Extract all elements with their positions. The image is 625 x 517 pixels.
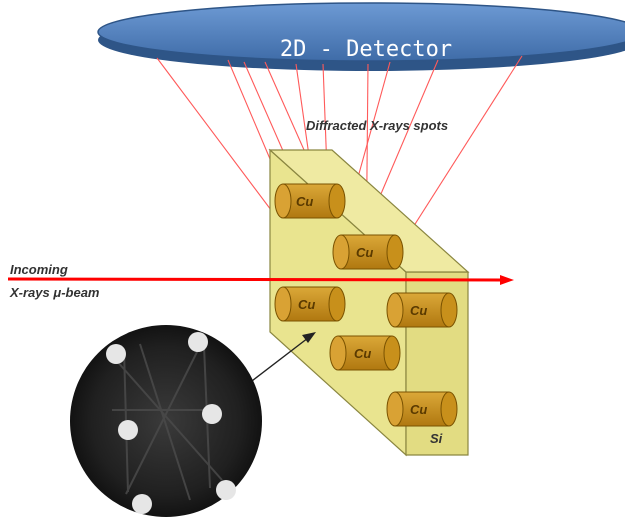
diffraction-spot: [202, 404, 222, 424]
cu-label: Cu: [354, 346, 371, 361]
detector-label: 2D - Detector: [280, 37, 452, 62]
diffracted-label: Diffracted X-rays spots: [306, 118, 448, 133]
diffraction-pattern: [70, 325, 262, 517]
cu-label: Cu: [356, 245, 373, 260]
diffraction-spot: [216, 480, 236, 500]
beam-arrowhead: [500, 275, 514, 285]
cu-label: Cu: [410, 303, 427, 318]
cu-cylinder: Cu: [274, 286, 346, 322]
beam-line: [7, 277, 505, 282]
detector: 2D - Detector: [97, 2, 625, 71]
incoming-beam: [7, 275, 514, 285]
incoming-label-line2: X-rays μ-beam: [9, 285, 100, 300]
cu-cylinder: Cu: [332, 234, 404, 270]
detector-top: [97, 2, 625, 62]
si-top-face: [268, 149, 470, 273]
pointer-arrow: [247, 332, 316, 385]
cu-cylinder: Cu: [386, 292, 458, 328]
cu-cylinder: Cu: [386, 391, 458, 427]
diffraction-spot: [188, 332, 208, 352]
cu-cylinders: Cu Cu Cu Cu Cu: [274, 183, 458, 427]
diffraction-spot: [132, 494, 152, 514]
cu-cylinder: Cu: [329, 335, 401, 371]
diffraction-spot: [106, 344, 126, 364]
cu-label: Cu: [410, 402, 427, 417]
cu-label: Cu: [298, 297, 315, 312]
cu-cylinder: Cu: [274, 183, 346, 219]
incoming-label-line1: Incoming: [10, 262, 68, 277]
cu-label: Cu: [296, 194, 313, 209]
diffraction-spot: [118, 420, 138, 440]
si-label: Si: [430, 431, 443, 446]
pattern-disc: [70, 325, 262, 517]
